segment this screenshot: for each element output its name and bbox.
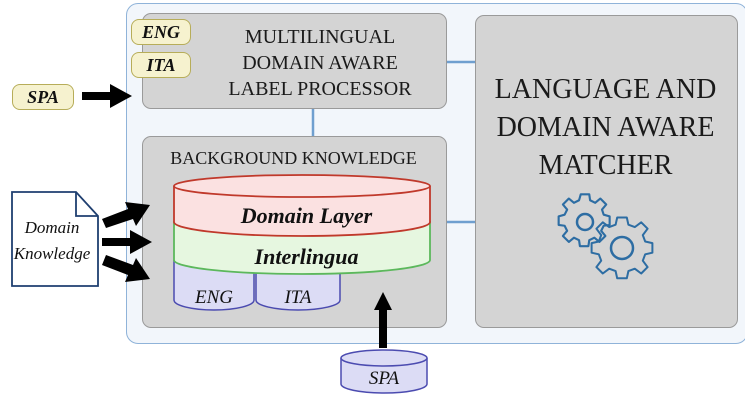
knowledge-arrows	[102, 202, 152, 282]
new-language-store-label: SPA	[368, 368, 400, 389]
label-processor-title: MULTILINGUAL DOMAIN AWARE LABEL PROCESSO…	[195, 24, 445, 102]
background-knowledge-title: BACKGROUND KNOWLEDGE	[170, 148, 417, 168]
arrow-right	[102, 230, 152, 254]
arrow-up-right	[102, 202, 150, 228]
matcher-title-line: MATCHER	[538, 150, 673, 181]
domain-knowledge-label: Domain Knowledge	[10, 215, 94, 267]
knowledge-cylinder	[173, 174, 431, 275]
cylinder-top	[173, 174, 431, 198]
interlingua-label: Interlingua	[254, 244, 359, 269]
new-language-store	[340, 349, 428, 394]
label-processor-title-line: LABEL PROCESSOR	[228, 78, 412, 100]
label-processor-title-line: DOMAIN AWARE	[242, 52, 398, 74]
domain-layer-label: Domain Layer	[240, 203, 373, 228]
matcher-title-line: DOMAIN AWARE	[496, 112, 715, 143]
domain-layer	[173, 186, 431, 237]
matcher-title: LANGUAGE AND DOMAIN AWARE MATCHER	[475, 71, 736, 185]
matcher-title-line: LANGUAGE AND	[494, 74, 717, 105]
input-language-pill: SPA	[12, 84, 74, 110]
document-icon	[11, 191, 99, 287]
gears-icon	[557, 193, 654, 280]
label-processor-title-line: MULTILINGUAL	[244, 26, 396, 48]
language-store-eng-label: ENG	[195, 287, 233, 308]
language-store-ita-label: ITA	[284, 287, 312, 308]
arrow-down-right	[102, 255, 150, 282]
input-arrow	[82, 84, 132, 108]
matcher-box	[475, 15, 738, 328]
domain-knowledge-line: Domain	[24, 218, 80, 237]
language-pill-eng: ENG	[131, 19, 191, 45]
language-pill-ita: ITA	[131, 52, 191, 78]
domain-knowledge-line: Knowledge	[13, 244, 91, 263]
spa-arrow	[374, 292, 392, 348]
